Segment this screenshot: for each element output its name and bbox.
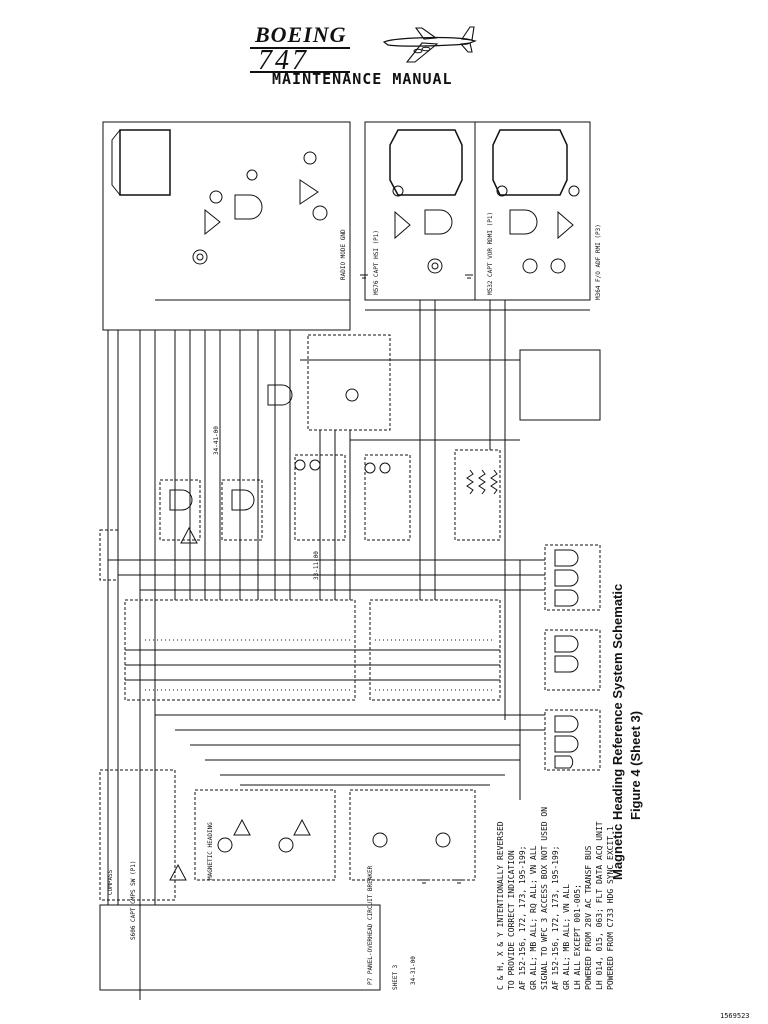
page-header: BOEING 747 MAINTENANCE MANUAL <box>0 0 768 110</box>
label-compass: COMPASS <box>107 869 114 895</box>
label-magnetic-heading: MAGNETIC HEADING <box>207 822 214 880</box>
note-line: GR ALL; MB ALL; RQ ALL; VN ALL <box>529 845 538 991</box>
model-logo-rule <box>250 47 350 73</box>
note-line: TO PROVIDE CORRECT INDICATION <box>507 850 516 990</box>
figure-number: Figure 4 (Sheet 3) <box>628 710 643 820</box>
model-logo: 747 <box>258 45 309 76</box>
boeing-logo: BOEING <box>255 22 347 47</box>
label-capt-vor: M532 CAPT VOR RDMI (P1) <box>487 212 494 295</box>
airplane-icon <box>382 26 477 63</box>
label-fo-adf: M364 F/O ADF RMI (P3) <box>595 224 602 300</box>
label-sheet3: SHEET 3 <box>392 964 399 990</box>
figure-notes: C & H, X & Y INTENTIONALLY REVERSED TO P… <box>495 807 616 990</box>
label-34-41-00: 34-41-00 <box>213 426 220 455</box>
page-id: 1569523 <box>720 1012 750 1020</box>
label-radio-mode-gnd: RADIO MODE GND <box>340 229 347 280</box>
note-line: C & H, X & Y INTENTIONALLY REVERSED <box>496 821 505 990</box>
note-line: POWERED FROM C733 HDG SYNC EXCIT 1 <box>606 826 615 990</box>
label-33-11-00: 33-11-00 <box>313 551 320 580</box>
note-line: AF 152-156, 172, 173, 195-199; <box>551 845 560 991</box>
label-capt-cmps-sw: S606 CAPT CMPS SW (P1) <box>130 861 137 940</box>
note-line: LH ALL EXCEPT 001-005; <box>573 884 582 990</box>
manual-title: MAINTENANCE MANUAL <box>272 70 453 88</box>
label-breaker: P7 PANEL-OVERHEAD CIRCUIT BREAKER <box>367 865 374 985</box>
note-line: SIGNAL TO WFC 3 ACCESS BOX NOT USED ON <box>540 806 549 990</box>
label-capt-hsi: M576 CAPT HSI (P1) <box>373 230 380 295</box>
note-line: GR ALL; MB ALL; VN ALL <box>562 884 571 990</box>
note-line: AF 152-156, 172, 173, 195-199; <box>518 845 527 991</box>
note-line: POWERED FROM 28V AC TRANSF BUS <box>584 845 593 991</box>
label-34-31-00: 34-31-00 <box>410 956 417 985</box>
note-line: LH 014, 015, 063; FLT DATA ACQ UNIT <box>595 821 604 990</box>
